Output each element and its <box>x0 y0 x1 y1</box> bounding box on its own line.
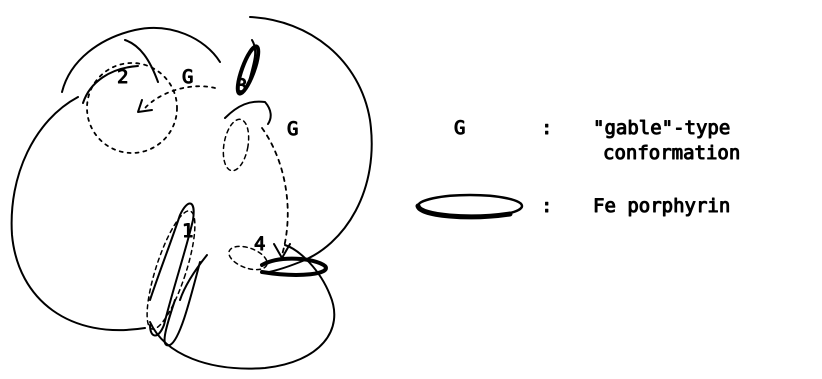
site-label-2: 2 <box>117 66 128 88</box>
legend-g-text-line-2: conformation <box>603 142 740 164</box>
protein-outline-lobe-right <box>250 17 372 273</box>
site-label-4: 4 <box>254 233 265 255</box>
site-label-3: 3 <box>236 75 247 97</box>
site-3-dashed-ellipse <box>220 117 253 172</box>
legend-g-symbol: G <box>454 117 465 139</box>
site-2-dotted-circle <box>87 63 177 153</box>
protein-outline-lobe-2 <box>62 28 220 103</box>
arrow-label-g-right: G <box>287 118 298 140</box>
fe-porphyrin-disk-4 <box>262 259 326 275</box>
legend-g-text-line-1: "gable"-type <box>593 117 730 139</box>
g-arrow-3-to-2-head <box>138 100 152 112</box>
legend-fe-separator: : <box>541 195 552 217</box>
g-arrow-3-to-2 <box>145 86 215 108</box>
site-label-1: 1 <box>182 220 193 242</box>
legend: G : "gable"-type conformation : Fe porph… <box>418 117 740 217</box>
arrow-label-g-upper: G <box>182 66 193 88</box>
legend-g-separator: : <box>541 117 552 139</box>
legend-fe-text: Fe porphyrin <box>593 195 730 217</box>
fe-porphyrin-disk-icon <box>418 195 522 217</box>
g-arrow-3-to-4 <box>262 128 288 255</box>
